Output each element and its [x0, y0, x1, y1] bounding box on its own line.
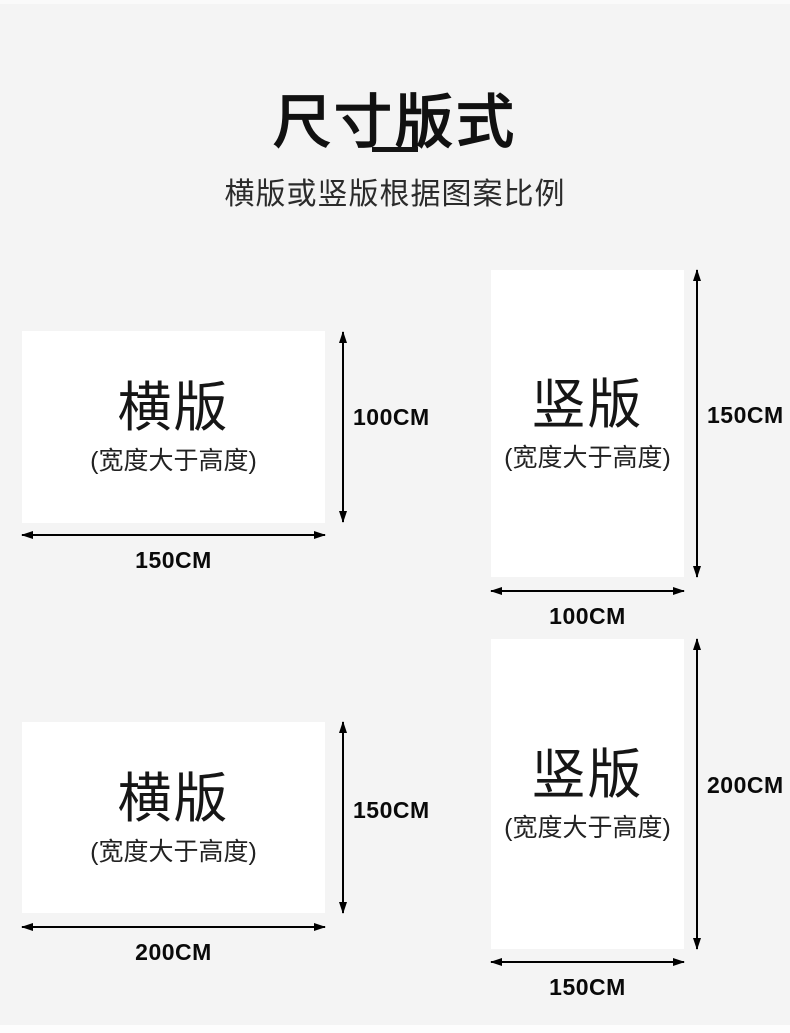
width-dimension-label: 100CM	[549, 603, 626, 629]
page-subtitle: 横版或竖版根据图案比例	[224, 178, 566, 211]
height-dimension-label: 100CM	[353, 404, 430, 430]
orientation-label: 横版	[117, 378, 230, 438]
height-dimension-label: 200CM	[707, 772, 784, 798]
panel-landscape-200x150: 横版 (宽度大于高度)	[22, 722, 325, 913]
orientation-label: 竖版	[531, 374, 644, 435]
width-dimension-label: 150CM	[549, 974, 626, 1000]
height-dimension-arrow-icon	[693, 269, 701, 578]
height-dimension-arrow-icon	[339, 721, 347, 914]
width-dimension-label: 200CM	[135, 939, 212, 965]
height-dimension-arrow-icon	[339, 331, 347, 523]
width-dimension-arrow-icon	[21, 531, 326, 539]
orientation-note: (宽度大于高度)	[90, 837, 257, 866]
height-dimension-label: 150CM	[707, 402, 784, 428]
orientation-note: (宽度大于高度)	[504, 443, 671, 472]
orientation-label: 横版	[117, 768, 230, 829]
orientation-label: 竖版	[531, 745, 644, 805]
width-dimension-arrow-icon	[490, 958, 685, 966]
width-dimension-arrow-icon	[490, 587, 685, 595]
panel-landscape-150x100: 横版 (宽度大于高度)	[22, 331, 325, 523]
panel-portrait-150x200: 竖版 (宽度大于高度)	[491, 639, 684, 949]
width-dimension-arrow-icon	[21, 923, 326, 931]
height-dimension-arrow-icon	[693, 638, 701, 950]
panel-portrait-100x150: 竖版 (宽度大于高度)	[491, 270, 684, 577]
orientation-note: (宽度大于高度)	[90, 447, 257, 475]
height-dimension-label: 150CM	[353, 797, 430, 823]
top-edge-strip	[0, 0, 790, 4]
orientation-note: (宽度大于高度)	[504, 814, 671, 842]
title-divider	[372, 147, 418, 152]
bottom-edge-strip	[0, 1025, 790, 1033]
page-title: 尺寸版式	[272, 89, 517, 155]
width-dimension-label: 150CM	[135, 547, 212, 573]
